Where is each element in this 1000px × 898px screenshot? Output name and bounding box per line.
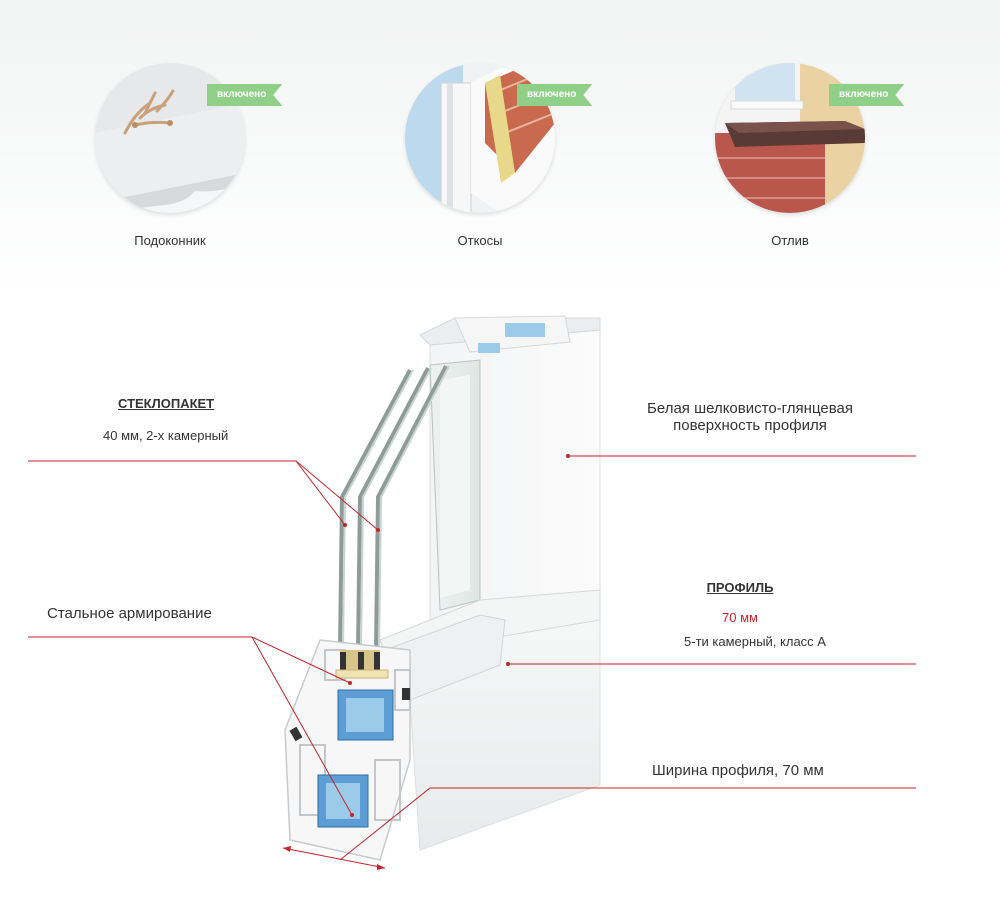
width-leader [339,787,916,861]
drip-sill-caption: Отлив [771,233,809,248]
profile-title: ПРОФИЛЬ [706,580,774,595]
glass-unit-leader [28,460,346,526]
profile-value: 70 мм [722,610,758,625]
reveals-caption: Откосы [457,233,503,248]
surface-line-1: Белая шелковисто-глянцевая [647,400,853,417]
width-dimension-line [282,847,386,869]
included-badge-drip-sill: включено [829,84,905,106]
included-badge-reveals: включено [517,84,593,106]
glass-pane-2 [356,367,430,651]
glass-pane-3 [374,365,448,651]
included-badge-windowsill: включено [207,84,283,106]
glass-unit-detail: 40 мм, 2-х камерный [103,428,229,443]
glass-pane-1 [338,369,412,651]
profile-width-label: Ширина профиля, 70 мм [652,762,824,779]
surface-line-2: поверхность профиля [673,417,827,434]
profile-detail: 5-ти камерный, класс А [684,634,826,649]
top-chamber [505,323,545,337]
windowsill-caption: Подоконник [134,233,206,248]
glass-unit-title: СТЕКЛОПАКЕТ [118,396,215,411]
surface-description: Белая шелковисто-глянцевая поверхность п… [620,400,880,434]
reinforcement-title: Стальное армирование [47,605,212,622]
